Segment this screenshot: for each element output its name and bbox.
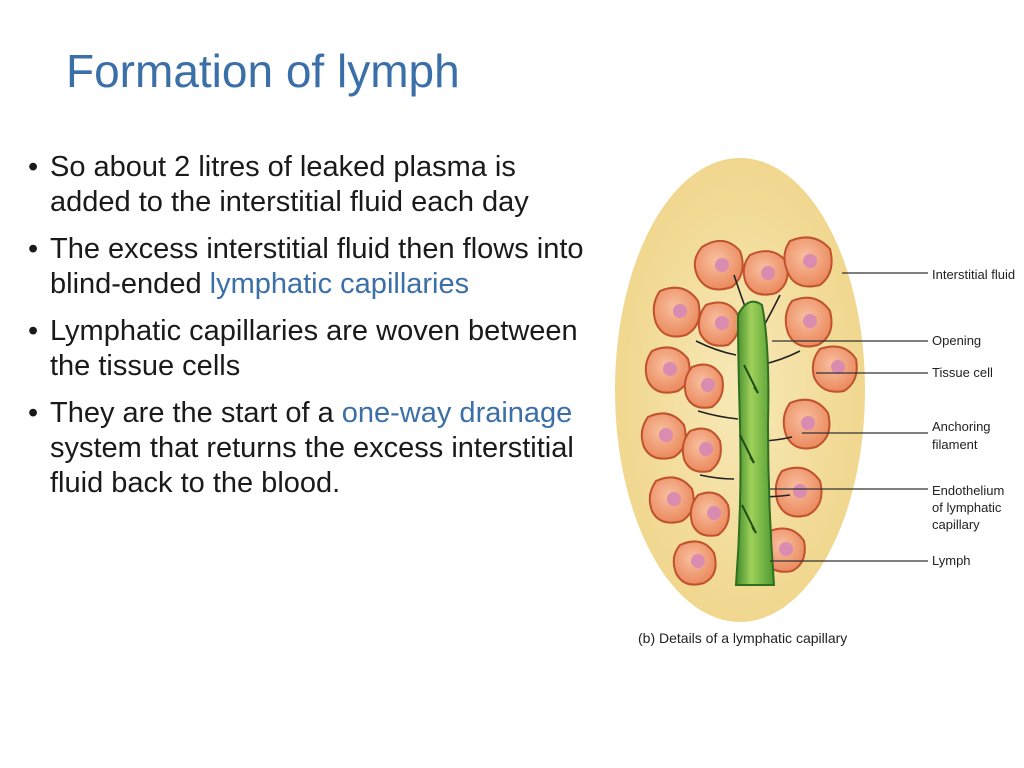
tissue-cell <box>742 250 789 296</box>
slide-title: Formation of lymph <box>66 45 460 97</box>
label-interstitial-fluid: Interstitial fluid <box>932 267 1015 282</box>
tissue-cell <box>782 398 831 450</box>
tissue-cell <box>784 296 833 348</box>
bullet-text: system that returns the excess interstit… <box>50 432 574 499</box>
bullet-list: • So about 2 litres of leaked plasma is a… <box>28 150 588 513</box>
bullet-dot: • <box>28 233 39 265</box>
tissue-cell <box>689 491 730 537</box>
label-endothelium-line3: capillary <box>932 517 980 532</box>
bullet-text: So about 2 litres of leaked plasma is ad… <box>50 151 529 218</box>
tissue-cell <box>783 236 833 288</box>
label-endothelium-line1: Endothelium <box>932 483 1004 498</box>
tissue-cell <box>644 346 691 394</box>
tissue-cell <box>648 476 695 524</box>
tissue-cell <box>693 240 744 291</box>
bullet-item: • Lymphatic capillaries are woven between… <box>28 314 588 384</box>
label-tissue-cell: Tissue cell <box>932 365 993 380</box>
label-anchoring-line1: Anchoring <box>932 419 991 434</box>
lymphatic-capillary <box>734 300 776 586</box>
figure-svg: Interstitial fluid Opening Tissue cell A… <box>615 158 1015 646</box>
tissue-cells <box>640 236 858 586</box>
label-endothelium-line2: of lymphatic <box>932 500 1002 515</box>
label-anchoring-line2: filament <box>932 437 978 452</box>
tissue-cell <box>681 427 722 473</box>
lymphatic-capillary-figure: Interstitial fluid Opening Tissue cell A… <box>610 155 1020 655</box>
tissue-cell <box>697 301 740 347</box>
highlighted-text: one-way drainage <box>341 397 573 429</box>
bullet-dot: • <box>28 397 39 429</box>
label-leader-lines <box>770 272 928 562</box>
tissue-cell <box>683 363 724 409</box>
highlighted-text: lymphatic capillaries <box>209 268 470 300</box>
label-opening: Opening <box>932 333 981 348</box>
bullet-item: • The excess interstitial fluid then flow… <box>28 232 588 302</box>
tissue-cell <box>652 286 701 338</box>
tissue-cell <box>672 540 717 586</box>
tissue-cell <box>640 412 687 460</box>
bullet-dot: • <box>28 315 39 347</box>
bullet-item: • They are the start of a one-way drainag… <box>28 396 588 501</box>
tissue-cell <box>774 466 823 518</box>
bullet-dot: • <box>28 151 39 183</box>
bullet-text: Lymphatic capillaries are woven between … <box>50 315 578 382</box>
label-lymph: Lymph <box>932 553 971 568</box>
bullet-text: The excess interstitial fluid then flows… <box>50 233 584 300</box>
tissue-cell <box>811 345 858 393</box>
bullet-item: • So about 2 litres of leaked plasma is a… <box>28 150 588 220</box>
bullet-text: They are the start of a <box>50 397 342 429</box>
figure-caption: (b) Details of a lymphatic capillary <box>638 630 847 646</box>
